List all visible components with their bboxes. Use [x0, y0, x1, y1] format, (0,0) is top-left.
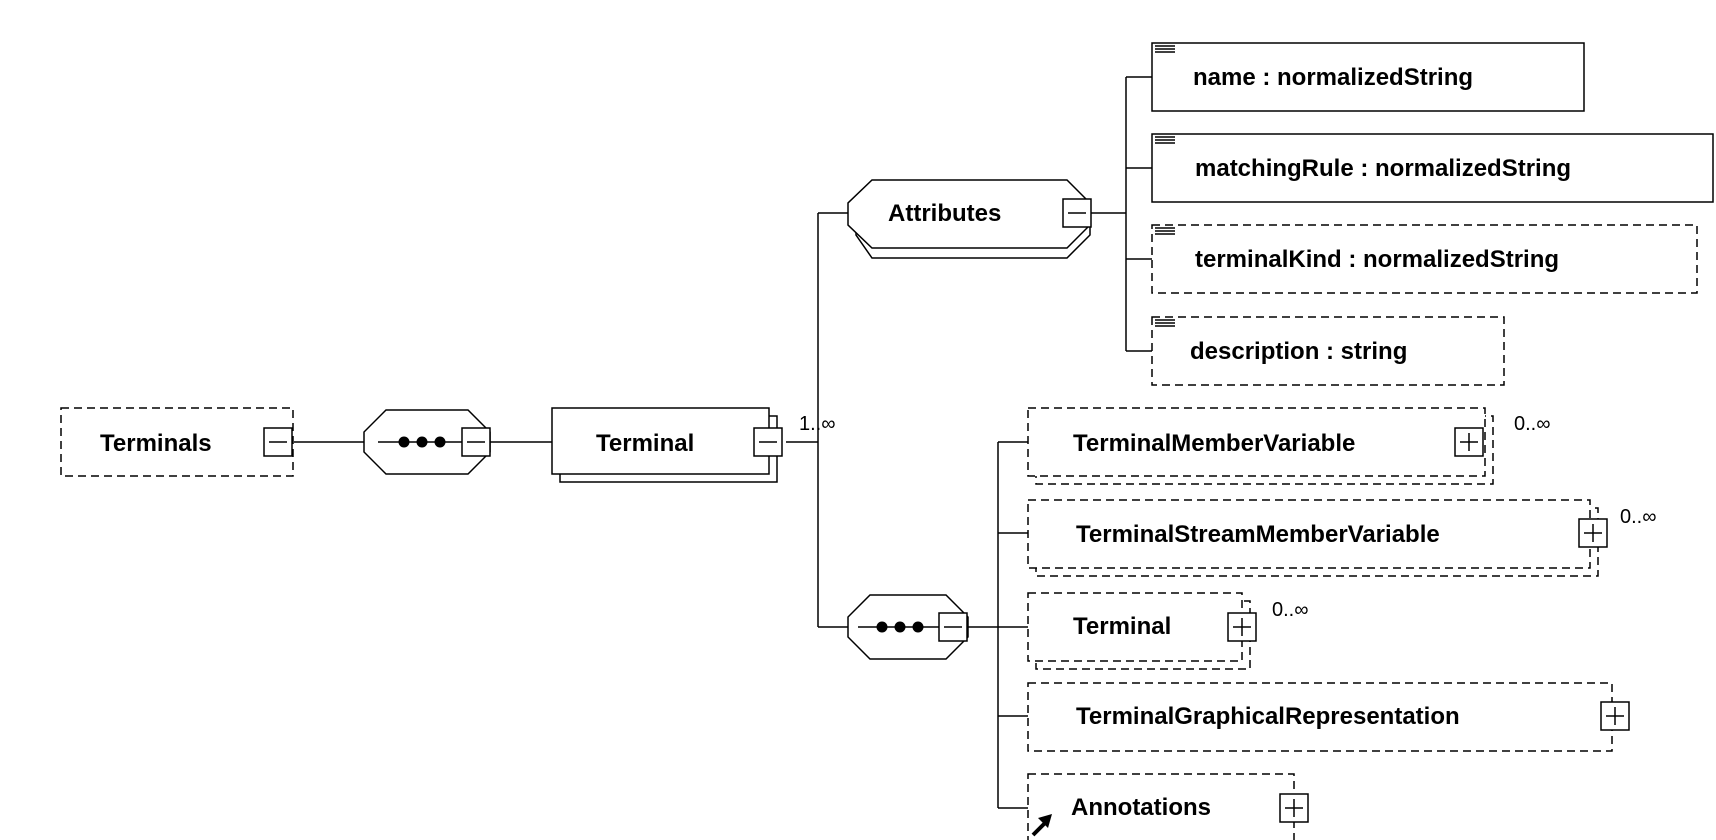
terminals-element-box	[60, 407, 294, 477]
terminals-element-label: Terminals	[100, 430, 212, 457]
child-terminalstreammembervariable[interactable]: TerminalStreamMemberVariable 0..∞	[1027, 499, 1657, 577]
child-terminal[interactable]: Terminal 0..∞	[1027, 592, 1309, 670]
terminals-collapse-toggle[interactable]	[263, 427, 293, 457]
root-sequence-collapse-toggle[interactable]	[461, 427, 491, 457]
terminalstreammembervariable-cardinality: 0..∞	[1620, 506, 1657, 528]
attribute-name-label: name : normalizedString	[1193, 64, 1473, 91]
attributes-octagon	[847, 179, 1091, 249]
reference-arrow-icon	[1031, 814, 1052, 837]
attribute-marker-icon	[1155, 227, 1175, 235]
attribute-marker-icon	[1155, 319, 1175, 327]
child-terminalmembervariable[interactable]: TerminalMemberVariable 0..∞	[1027, 407, 1551, 485]
attribute-name-box	[1151, 42, 1585, 112]
connectors	[294, 76, 1152, 809]
attribute-terminalkind[interactable]: terminalKind : normalizedString	[1151, 224, 1698, 294]
child-terminalgraphicalrepresentation-label: TerminalGraphicalRepresentation	[1076, 703, 1460, 730]
root-sequence-compositor[interactable]	[363, 409, 491, 475]
terminal-element[interactable]: Terminal 1..∞	[551, 407, 836, 483]
terminalmembervariable-cardinality: 0..∞	[1514, 413, 1551, 435]
child-terminalstreammembervariable-label: TerminalStreamMemberVariable	[1076, 521, 1440, 548]
child-annotations[interactable]: Annotations	[1027, 773, 1309, 840]
terminal-element-box	[551, 407, 770, 475]
terminal-collapse-toggle[interactable]	[753, 427, 783, 457]
attributes-group-label: Attributes	[888, 200, 1001, 227]
child-terminalgraphicalrepresentation[interactable]: TerminalGraphicalRepresentation	[1027, 682, 1630, 752]
terminalstreammembervariable-expand-toggle[interactable]	[1578, 518, 1608, 548]
attribute-description-label: description : string	[1190, 338, 1407, 365]
attribute-marker-icon	[1155, 136, 1175, 144]
child-terminal-expand-toggle[interactable]	[1227, 612, 1257, 642]
attribute-terminalkind-label: terminalKind : normalizedString	[1195, 246, 1559, 273]
child-annotations-box	[1027, 773, 1295, 840]
child-terminal-label: Terminal	[1073, 613, 1171, 640]
sequence-dots-icon	[398, 436, 446, 448]
terminals-element[interactable]: Terminals	[60, 407, 294, 477]
annotations-expand-toggle[interactable]	[1279, 793, 1309, 823]
attribute-matchingrule-label: matchingRule : normalizedString	[1195, 155, 1571, 182]
attribute-terminalkind-box	[1151, 224, 1698, 294]
child-sequence-collapse-toggle[interactable]	[938, 612, 968, 642]
terminalmembervariable-expand-toggle[interactable]	[1454, 427, 1484, 457]
child-terminalmembervariable-label: TerminalMemberVariable	[1073, 430, 1355, 457]
child-terminalstreammembervariable-box	[1027, 499, 1591, 569]
attribute-description[interactable]: description : string	[1151, 316, 1505, 386]
child-terminal-cardinality: 0..∞	[1272, 599, 1309, 621]
attribute-description-box	[1151, 316, 1505, 386]
terminal-cardinality: 1..∞	[799, 413, 836, 435]
terminal-element-label: Terminal	[596, 430, 694, 457]
attributes-collapse-toggle[interactable]	[1062, 198, 1092, 228]
child-annotations-label: Annotations	[1071, 794, 1211, 821]
child-sequence-compositor[interactable]	[847, 594, 969, 660]
child-terminalmembervariable-box	[1027, 407, 1486, 477]
attribute-matchingrule[interactable]: matchingRule : normalizedString	[1151, 133, 1714, 203]
child-terminalgraphicalrepresentation-box	[1027, 682, 1613, 752]
attribute-marker-icon	[1155, 45, 1175, 53]
sequence-dots-icon	[876, 621, 924, 633]
attributes-group[interactable]: Attributes	[847, 179, 1092, 259]
attribute-matchingrule-box	[1151, 133, 1714, 203]
terminalgraphicalrepresentation-expand-toggle[interactable]	[1600, 701, 1630, 731]
attribute-name[interactable]: name : normalizedString	[1151, 42, 1585, 112]
